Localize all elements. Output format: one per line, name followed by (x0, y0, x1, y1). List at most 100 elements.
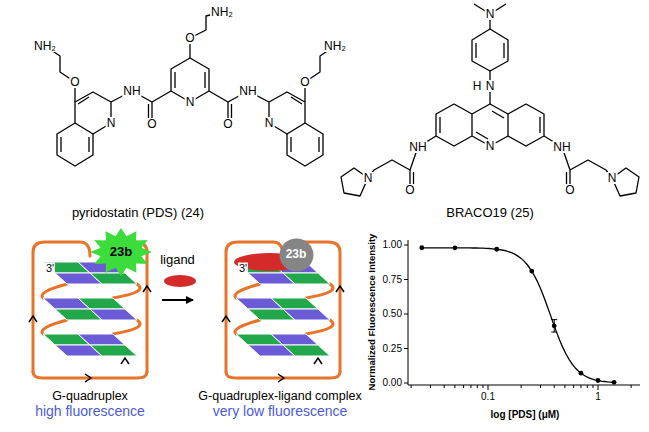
x-tick-label: 1 (594, 392, 602, 402)
y-tick (404, 314, 408, 315)
atom-label: NH₂ (323, 40, 347, 52)
backbone-link (42, 320, 67, 334)
data-point (596, 378, 601, 383)
polyline-part (45, 46, 75, 102)
x-tick (592, 385, 593, 388)
line-part (290, 137, 291, 152)
quenched-probe: 23b (279, 238, 314, 272)
x-tick (411, 385, 412, 388)
fluorescent-probe: 23b (90, 228, 152, 276)
atom-label: N (485, 80, 496, 92)
polyline-part (368, 160, 410, 178)
backbone-link (306, 320, 333, 334)
data-point (579, 371, 584, 376)
backbone-link (42, 284, 67, 298)
direction-chevron (336, 286, 344, 292)
x-tick (454, 385, 455, 388)
direction-chevron (314, 358, 322, 364)
atom-label: O (222, 118, 233, 130)
y-tick (404, 383, 408, 384)
x-tick (580, 385, 581, 388)
probe-label: 23b (286, 248, 307, 262)
line-part (503, 43, 504, 58)
state-name: G-quadruplex-ligand complex (198, 389, 361, 403)
backbone-link (235, 320, 260, 334)
line-part (476, 132, 488, 139)
strand-direction (222, 286, 344, 382)
line-part (152, 91, 171, 102)
atom-label: N (264, 117, 275, 129)
line-part (475, 43, 476, 58)
guanine-tile (283, 345, 330, 356)
x-tick (477, 385, 478, 388)
data-point (494, 247, 499, 252)
line-part (291, 97, 302, 104)
atom-label: NH (408, 141, 427, 153)
backbone-link (235, 284, 260, 298)
axis-title: Normalized Fluorescence Intensity (367, 233, 377, 392)
strand-end: 3' (238, 263, 248, 274)
polyline-part (305, 46, 335, 102)
atom-label: O (146, 118, 157, 130)
x-tick (598, 385, 599, 390)
strand-direction (29, 286, 151, 382)
line-part (174, 72, 175, 88)
g-part (45, 4, 639, 196)
x-tick (470, 385, 471, 388)
x-tick (631, 385, 632, 388)
quadruplex-state: G-quadruplex-ligand complexvery low fluo… (195, 228, 365, 425)
y-tick (404, 245, 408, 246)
backbone-link (113, 284, 140, 298)
direction-chevron (143, 286, 151, 292)
axis-line (408, 240, 640, 385)
state-name: G-quadruplex (52, 389, 128, 403)
atom-label: NH (238, 85, 257, 97)
y-tick-label: 0.75 (382, 275, 403, 285)
y-tick-label: 0.25 (382, 344, 403, 354)
x-tick (444, 385, 445, 388)
atom-label: NH₂ (33, 40, 57, 52)
line-part (539, 117, 540, 133)
line-part (204, 72, 205, 88)
x-tick (521, 385, 522, 388)
x-tick (540, 385, 541, 388)
polyline-part (508, 104, 544, 146)
atom-label: O (69, 76, 80, 88)
x-tick-label: 0.1 (480, 392, 496, 402)
guanine-tile (78, 334, 125, 345)
probe-circle (279, 239, 313, 272)
y-tick-label: 0.00 (382, 378, 403, 388)
axes (404, 240, 640, 390)
direction-chevron (278, 374, 284, 382)
direction-chevron (222, 316, 230, 322)
line-part (318, 137, 319, 152)
quadruplex-state: G-quadruplexhigh fluorescence23b (20, 228, 160, 425)
axis-title: log [PDS] (μM) (490, 410, 561, 420)
line-part (209, 91, 228, 102)
molecule-name: pyridostatin (PDS) (24) (71, 206, 205, 219)
line-part (492, 111, 504, 118)
atom-label: O (184, 32, 195, 44)
starburst (90, 228, 152, 276)
polyline-part (287, 123, 323, 166)
guanine-tile (90, 345, 137, 356)
atom-label: N (106, 117, 117, 129)
guanine-tile (283, 273, 330, 284)
y-tick (404, 348, 408, 349)
data-point (612, 380, 617, 385)
polyline-part (57, 123, 93, 166)
line-part (78, 97, 89, 104)
probe-label: 23b (110, 245, 132, 260)
x-tick (482, 385, 483, 388)
x-tick (564, 385, 565, 388)
y-tick (404, 279, 408, 280)
atom-label: N (363, 172, 374, 184)
guanine-tile (78, 298, 125, 309)
atom-label: NH (122, 85, 141, 97)
x-tick (463, 385, 464, 388)
atom-label: N (607, 172, 618, 184)
x-tick (430, 385, 431, 388)
atom-label: O (299, 76, 310, 88)
data-point (529, 269, 534, 274)
guanine-tile (271, 298, 318, 309)
